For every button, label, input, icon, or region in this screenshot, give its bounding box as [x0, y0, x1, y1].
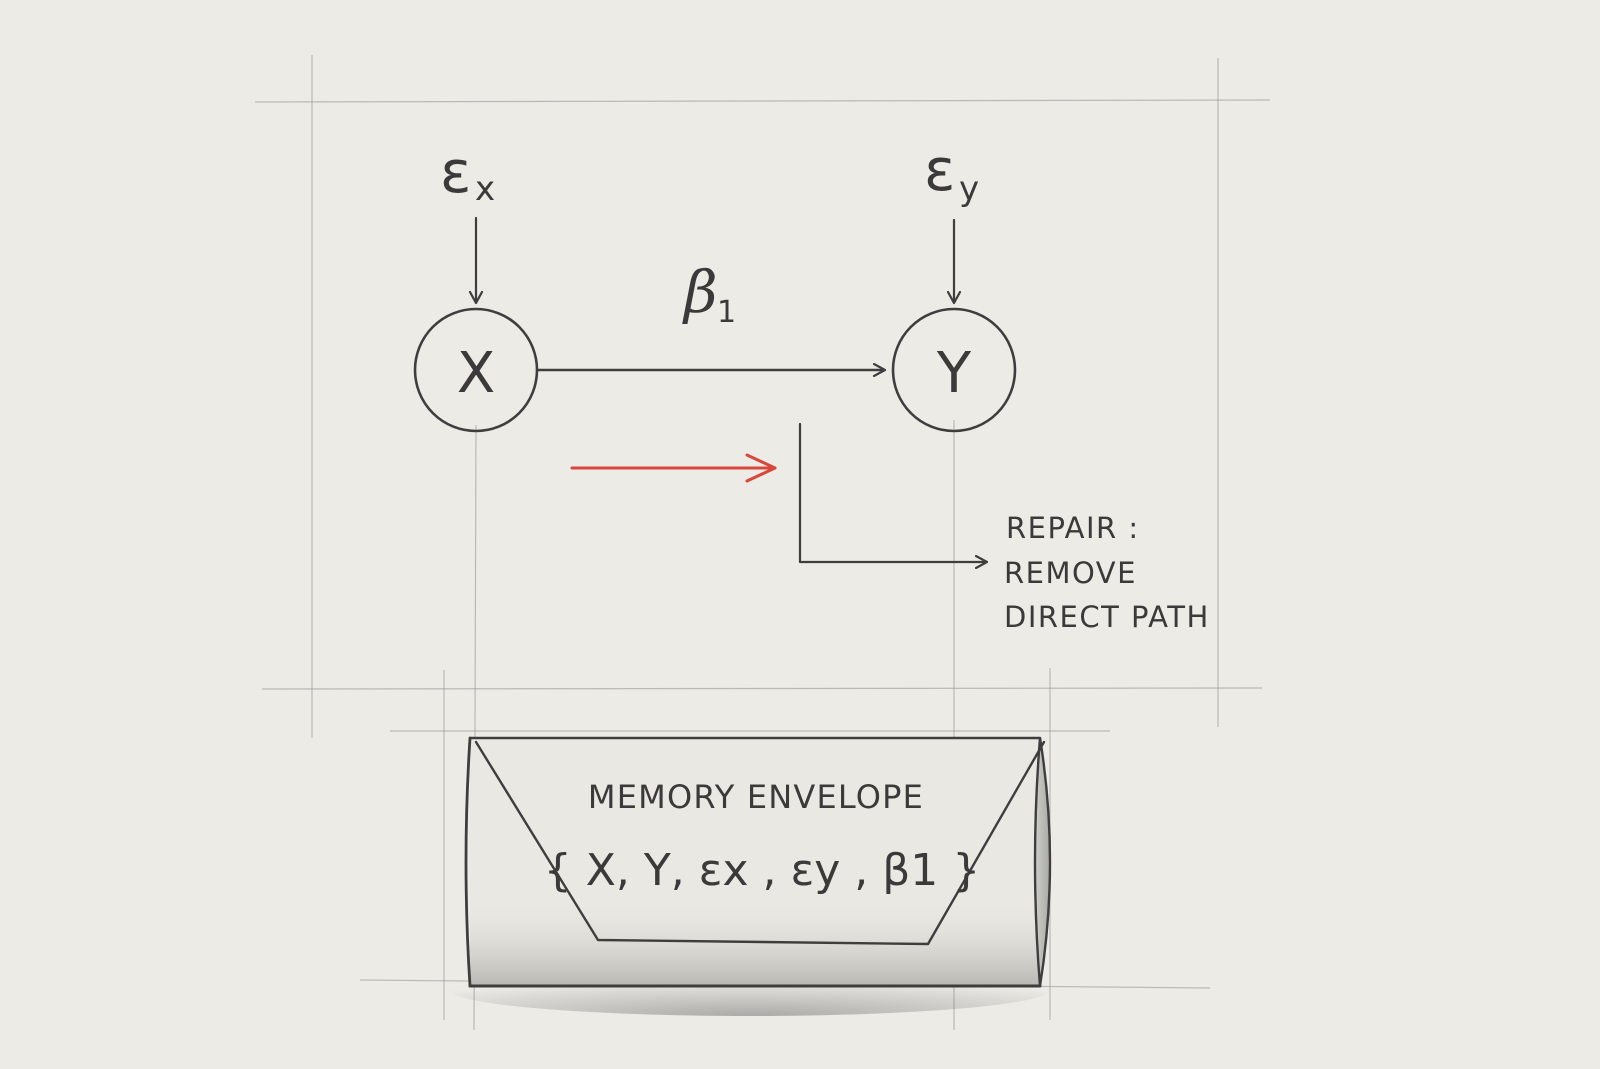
node-x: X	[413, 307, 539, 433]
repair-note: REPAIR : REMOVE DIRECT PATH	[1004, 511, 1210, 634]
error-term-ex: ε x	[440, 138, 495, 209]
node-y: Y	[891, 307, 1017, 433]
ex-symbol: ε	[440, 138, 471, 206]
error-term-ey: ε y	[924, 136, 979, 209]
beta-subscript: 1	[717, 295, 736, 330]
repair-callout-line	[798, 422, 986, 562]
envelope-title: MEMORY ENVELOPE	[588, 778, 924, 816]
repair-line-3: DIRECT PATH	[1004, 600, 1210, 634]
node-y-label: Y	[936, 341, 972, 406]
construction-guides	[254, 55, 1271, 1031]
repair-line-1: REPAIR :	[1006, 511, 1140, 545]
edge-label-beta: β 1	[682, 258, 736, 330]
beta-symbol: β	[682, 258, 718, 326]
ex-subscript: x	[475, 169, 495, 209]
node-x-label: X	[457, 341, 495, 406]
ey-symbol: ε	[924, 136, 955, 204]
ey-subscript: y	[959, 169, 979, 209]
repair-line-2: REMOVE	[1004, 556, 1137, 590]
memory-envelope: MEMORY ENVELOPE { X, Y, εx , εy , β1 }	[450, 736, 1052, 1016]
envelope-contents: { X, Y, εx , εy , β1 }	[544, 845, 981, 896]
